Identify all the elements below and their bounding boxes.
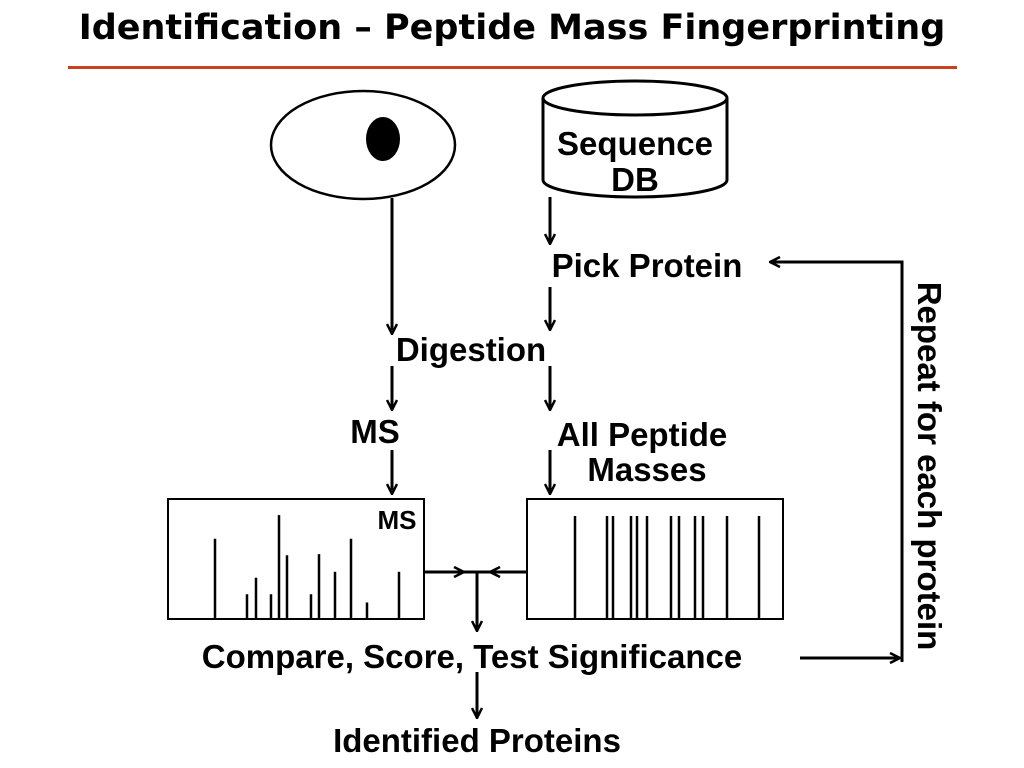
identified-proteins-label: Identified Proteins (333, 722, 621, 759)
database-label-line1: Sequence (557, 125, 713, 162)
theoretical-peaks (573, 516, 761, 619)
all-peptide-label-line2: Masses (587, 451, 706, 488)
theoretical-spectrum-box (526, 498, 784, 620)
all-peptide-label-line1: All Peptide (557, 416, 728, 453)
gel-spot-icon (269, 89, 457, 201)
compare-label: Compare, Score, Test Significance (202, 638, 742, 675)
database-label-line2: DB (611, 161, 659, 198)
database-cylinder-icon (541, 79, 729, 199)
loop-back-arrow (770, 262, 904, 662)
title-underline (68, 66, 957, 69)
spectrum-ms-label: MS (378, 505, 417, 535)
experimental-spectrum-box (167, 498, 425, 620)
pick-protein-label: Pick Protein (552, 247, 743, 284)
ms-label: MS (350, 413, 400, 450)
repeat-label: Repeat for each protein (911, 282, 948, 651)
experimental-peaks (213, 515, 401, 619)
digestion-label: Digestion (396, 331, 546, 368)
slide-title: Identification – Peptide Mass Fingerprin… (78, 8, 946, 48)
